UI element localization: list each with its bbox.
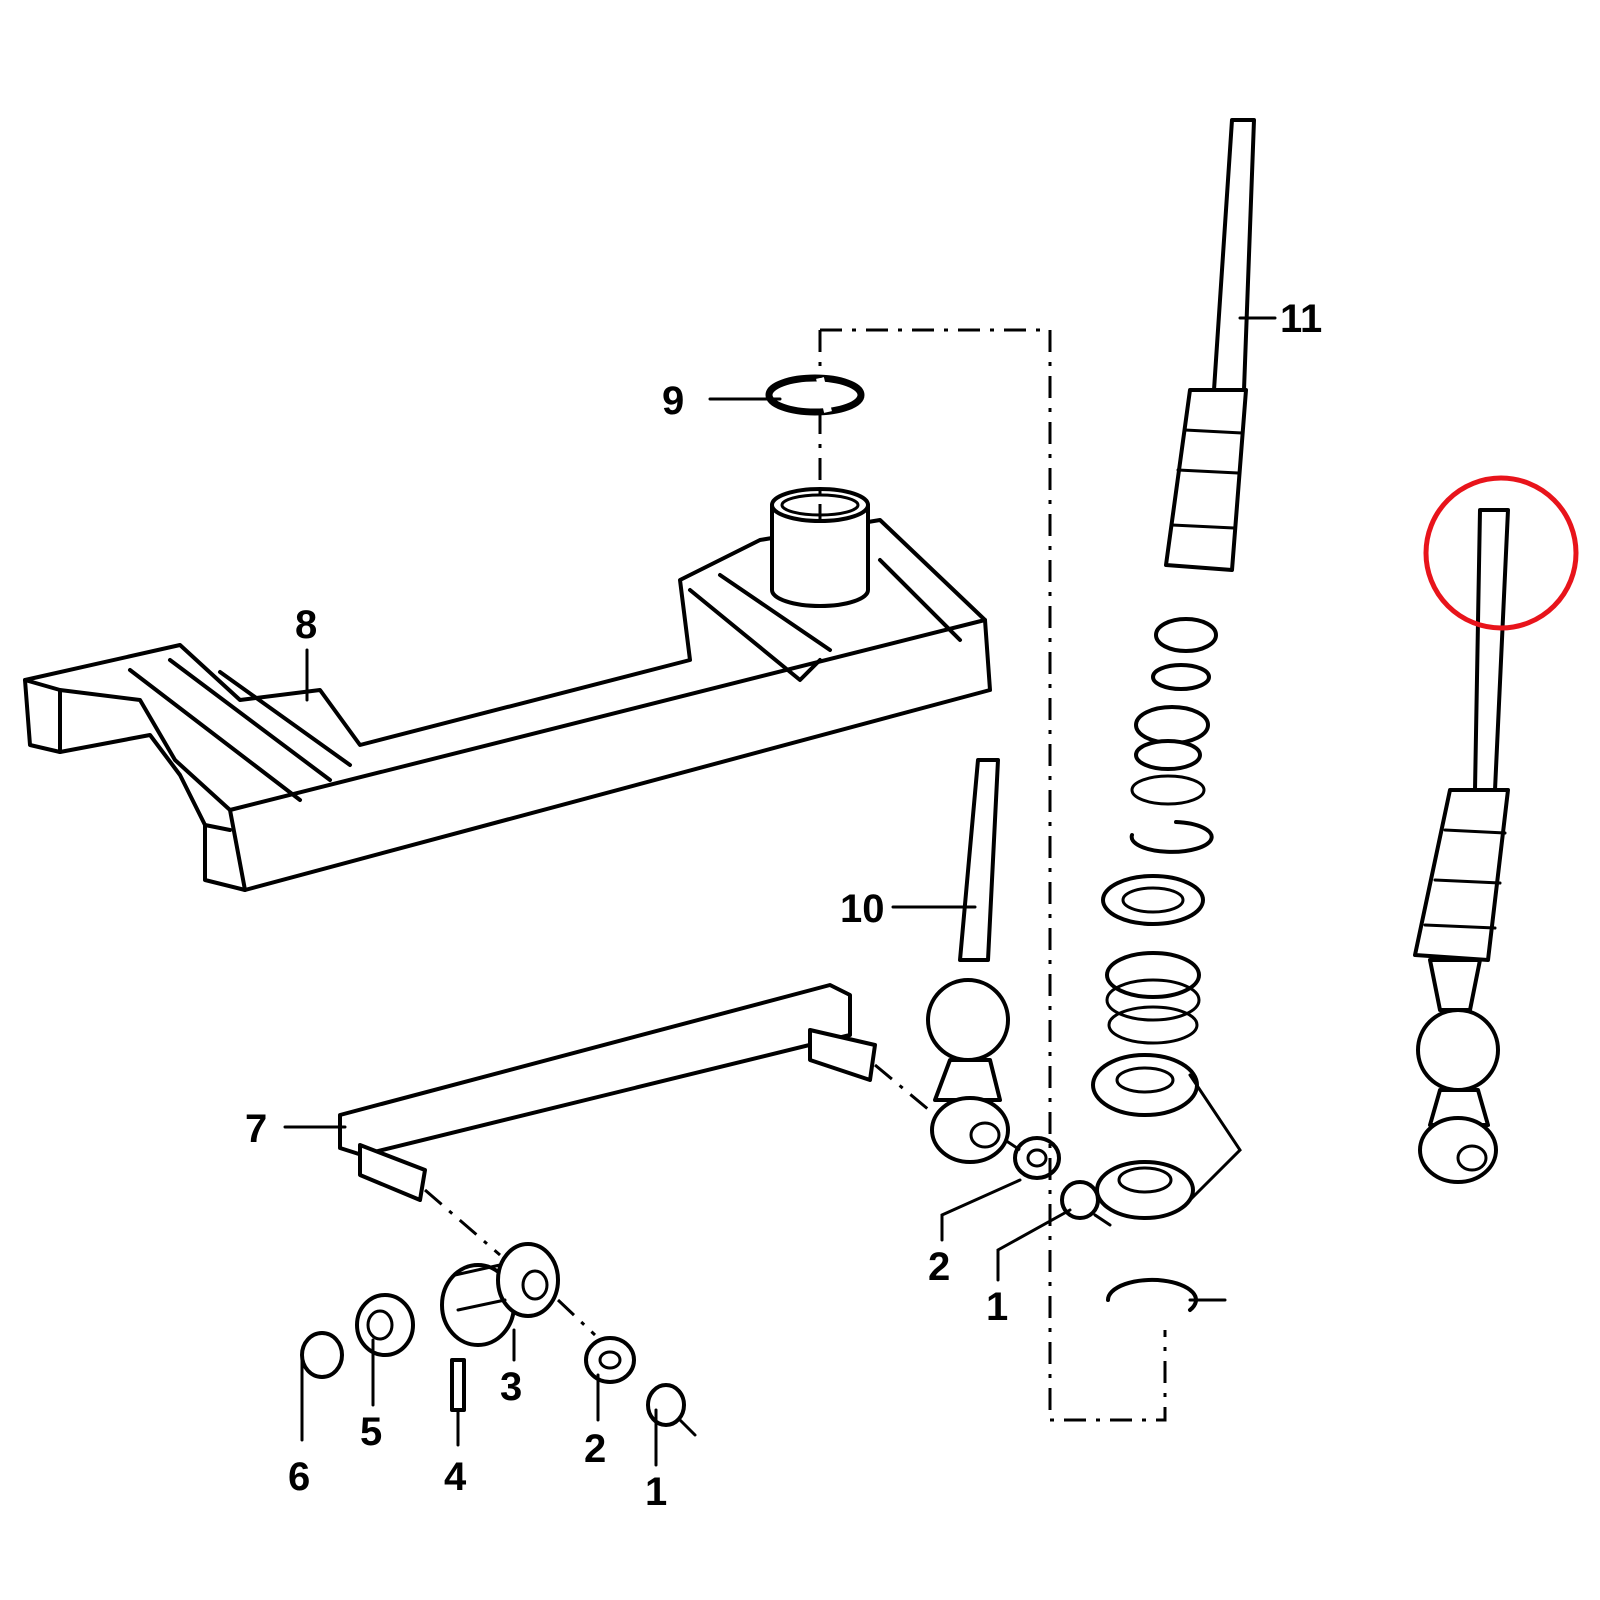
callout-6: 6 xyxy=(288,1455,310,1499)
callout-3: 3 xyxy=(500,1365,522,1409)
part-3-bushing xyxy=(440,1242,560,1347)
part-7-shift-rod xyxy=(338,983,877,1202)
callout-2-lower: 2 xyxy=(584,1427,606,1471)
part-5-clip xyxy=(355,1293,415,1357)
callout-1-upper: 1 xyxy=(986,1285,1008,1329)
highlight-circle xyxy=(1423,475,1579,631)
part-4-pin xyxy=(450,1358,466,1412)
callout-labels: 9 11 8 10 7 3 5 4 6 2 1 2 1 xyxy=(245,297,1322,1514)
callout-9: 9 xyxy=(662,379,684,423)
part-2-washer-lower xyxy=(584,1336,636,1384)
part-2-washer-upper xyxy=(1013,1136,1061,1180)
callout-7: 7 xyxy=(245,1107,267,1151)
bracket-boss xyxy=(770,487,870,608)
part-8-bracket xyxy=(23,518,992,892)
callout-10: 10 xyxy=(840,887,885,931)
callout-11: 11 xyxy=(1280,297,1322,341)
callout-8: 8 xyxy=(295,603,317,647)
part-10-ball-lever xyxy=(926,758,1010,1164)
callout-5: 5 xyxy=(360,1410,382,1454)
leader-lines xyxy=(283,316,1277,1467)
assembly-guide-lines xyxy=(424,328,1167,1422)
part-9-snap-ring xyxy=(765,374,865,416)
spring-ring-stack xyxy=(1091,617,1242,1312)
part-6-cap xyxy=(300,1331,344,1379)
assembled-shift-lever xyxy=(1413,508,1510,1184)
part-11-shift-lever xyxy=(1164,118,1256,572)
callout-4: 4 xyxy=(444,1455,467,1499)
callout-1-lower: 1 xyxy=(645,1470,667,1514)
callout-2-upper: 2 xyxy=(928,1245,950,1289)
